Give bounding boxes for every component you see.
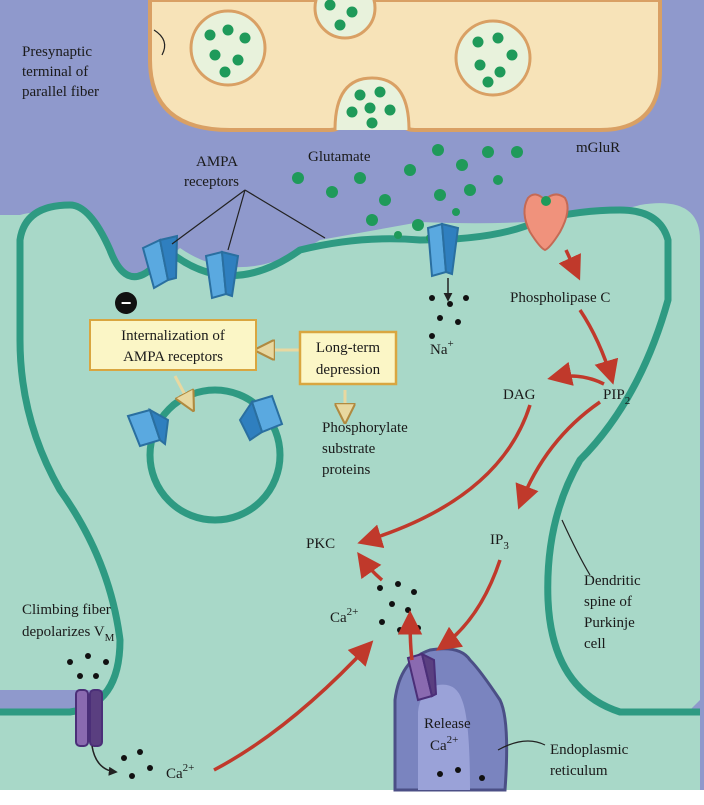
ip-sub: 3 xyxy=(503,540,509,552)
arrow-internalization-vesicle xyxy=(173,375,192,408)
er-ca-dots xyxy=(437,767,485,781)
label-glutamate: Glutamate xyxy=(308,149,371,165)
internalization-line-1: Internalization of xyxy=(121,328,225,344)
depolarizes-text: depolarizes V xyxy=(22,624,105,640)
label-ca-bottom: Ca2+ xyxy=(166,762,194,782)
internalization-line-2: AMPA receptors xyxy=(123,349,223,365)
na-sup: + xyxy=(448,338,454,350)
er-release-channel xyxy=(406,652,438,702)
arrow-mglur-plc xyxy=(558,249,581,281)
climbing-fiber-channel xyxy=(75,689,103,747)
label-pip: PIP2 xyxy=(603,387,630,407)
pip-text: PIP xyxy=(603,387,625,403)
ca-center-sup: 2+ xyxy=(347,606,359,618)
label-release-ca: Ca2+ xyxy=(430,734,458,754)
label-climbing: Climbing fiber xyxy=(22,602,111,618)
glutamate-in-vesicles xyxy=(204,0,518,129)
label-mglur: mGluR xyxy=(576,140,620,156)
label-dendritic-1: Dendritic xyxy=(584,573,641,589)
arrow-dag-pkc xyxy=(357,404,532,549)
mglur-receptor xyxy=(523,193,569,252)
label-dendritic-2: spine of xyxy=(584,594,632,610)
ampa-receptor-2 xyxy=(204,250,240,300)
ca-entry-arrow xyxy=(91,745,118,776)
vm-sub: M xyxy=(105,632,115,644)
label-er-1: Endoplasmic xyxy=(550,742,629,758)
arrow-pip2-ip3 xyxy=(515,400,601,510)
minus-sign: − xyxy=(121,293,132,313)
release-ca-sup: 2+ xyxy=(447,734,459,746)
internalization-box xyxy=(89,319,257,371)
ampa-receptor-1 xyxy=(141,234,179,290)
arrow-ip3-release xyxy=(435,559,502,651)
ltd-line-2: depression xyxy=(316,362,381,378)
label-phosphorylate-1: Phosphorylate xyxy=(322,420,408,436)
label-ca-center: Ca2+ xyxy=(330,606,358,626)
ampa-receptor-3 xyxy=(426,222,460,278)
ip-text: IP xyxy=(490,532,503,548)
ltd-line-1: Long-term xyxy=(316,340,380,356)
label-ampa-2: receptors xyxy=(184,174,239,190)
inhibition-icon xyxy=(115,292,137,314)
pip-sub: 2 xyxy=(625,395,631,407)
arrow-release-center xyxy=(397,610,423,661)
arrow-bottom-ca-center xyxy=(213,640,374,772)
leader-lines xyxy=(153,29,591,751)
ca-center-text: Ca xyxy=(330,610,347,626)
bottom-strip xyxy=(0,790,704,800)
ltd-box xyxy=(298,330,398,386)
ltd-arrows xyxy=(173,350,345,420)
internalized-receptor-2 xyxy=(238,394,284,442)
label-dag: DAG xyxy=(503,387,536,403)
label-release: Release xyxy=(424,716,471,732)
na-text: Na xyxy=(430,342,448,358)
label-presynaptic-2: terminal of xyxy=(22,64,88,80)
label-ip: IP3 xyxy=(490,532,509,552)
climbing-ca-dots-outside xyxy=(67,653,109,679)
label-presynaptic-1: Presynaptic xyxy=(22,44,92,60)
climbing-ca-dots-inside xyxy=(121,749,153,779)
ca-bottom-text: Ca xyxy=(166,766,183,782)
label-ampa-1: AMPA xyxy=(196,154,238,170)
label-presynaptic-3: parallel fiber xyxy=(22,84,99,100)
vesicle-left xyxy=(189,9,267,87)
label-dendritic-4: cell xyxy=(584,636,606,652)
label-depolarizes: depolarizes VM xyxy=(22,624,115,644)
label-phosphorylate-2: substrate xyxy=(322,441,376,457)
internalized-receptor-1 xyxy=(126,407,170,448)
label-dendritic-3: Purkinje xyxy=(584,615,635,631)
ca-bottom-sup: 2+ xyxy=(183,762,195,774)
signaling-arrows xyxy=(213,249,619,772)
arrow-ca-pkc xyxy=(357,552,384,582)
na-ions xyxy=(429,295,469,339)
er-lumen xyxy=(418,684,470,790)
arrow-plc-pip2 xyxy=(578,309,619,385)
label-phosphorylate-3: proteins xyxy=(322,462,370,478)
arrow-pip2-dag xyxy=(547,361,605,386)
label-phospholipase: Phospholipase C xyxy=(510,290,610,306)
label-er-2: reticulum xyxy=(550,763,608,779)
label-pkc: PKC xyxy=(306,536,335,552)
spine-membrane xyxy=(0,201,700,716)
release-ca-text: Ca xyxy=(430,738,447,754)
label-na: Na+ xyxy=(430,338,454,358)
